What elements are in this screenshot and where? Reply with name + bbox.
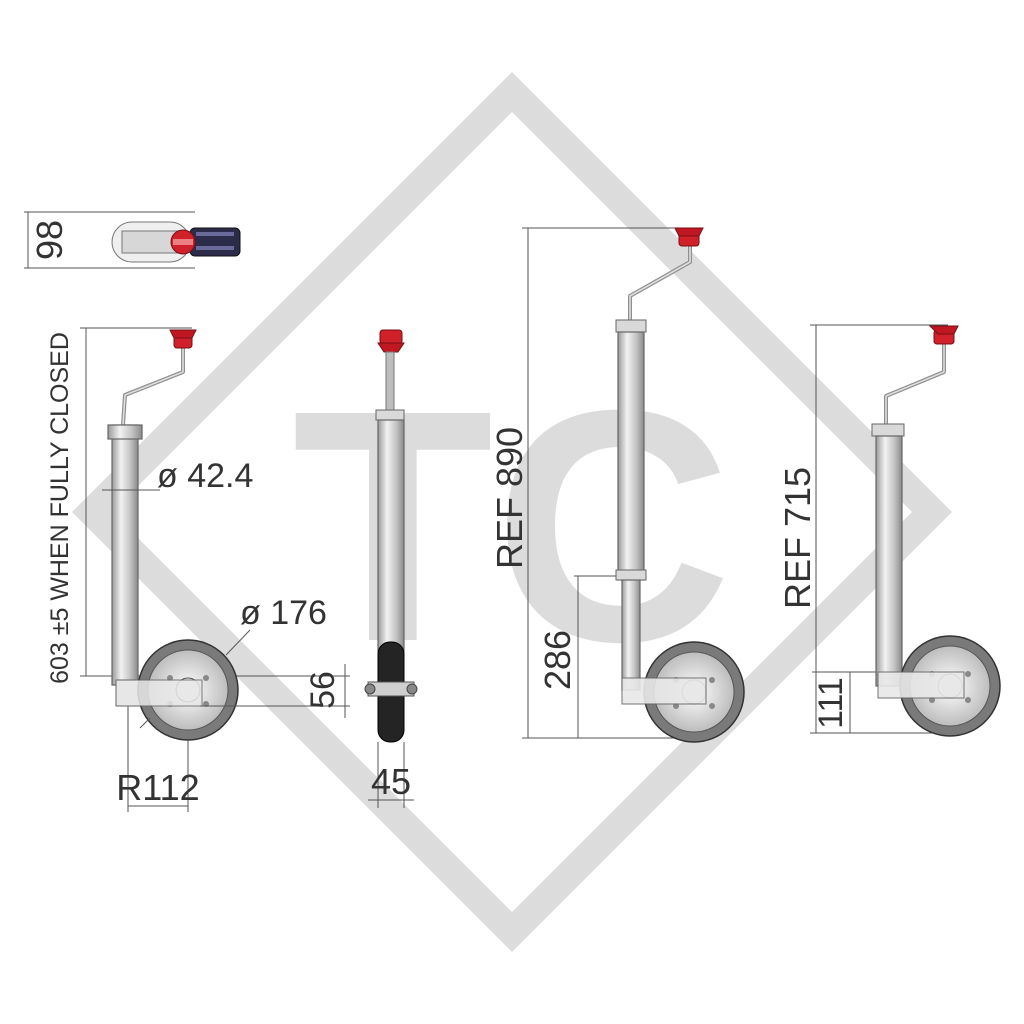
dim-603-label: 603 ±5 WHEN FULLY CLOSED xyxy=(46,332,74,684)
side-view-closed: 603 ±5 WHEN FULLY CLOSED ø 42.4 ø 176 56 xyxy=(46,327,350,812)
dim-286-label: 286 xyxy=(537,630,578,690)
watermark-text: TC xyxy=(292,341,732,710)
watermark: TC xyxy=(72,72,952,952)
side-view-ref715: REF 715 111 xyxy=(777,324,1001,737)
dim-ref715-label: REF 715 xyxy=(777,467,818,609)
dim-ref890-label: REF 890 xyxy=(489,427,530,569)
dim-wheel-diameter-label: ø 176 xyxy=(240,594,327,632)
front-view: 45 xyxy=(364,329,418,808)
dim-98-label: 98 xyxy=(29,220,70,260)
dim-45-label: 45 xyxy=(371,761,411,802)
dim-radius-label: R112 xyxy=(116,767,199,808)
dim-111-label: 111 xyxy=(812,677,850,729)
side-view-extended: REF 890 286 xyxy=(489,227,745,743)
dim-56-label: 56 xyxy=(304,671,342,709)
dim-tube-diameter-label: ø 42.4 xyxy=(157,457,253,495)
watermark-diamond xyxy=(72,72,952,952)
top-view: 98 xyxy=(24,211,241,269)
